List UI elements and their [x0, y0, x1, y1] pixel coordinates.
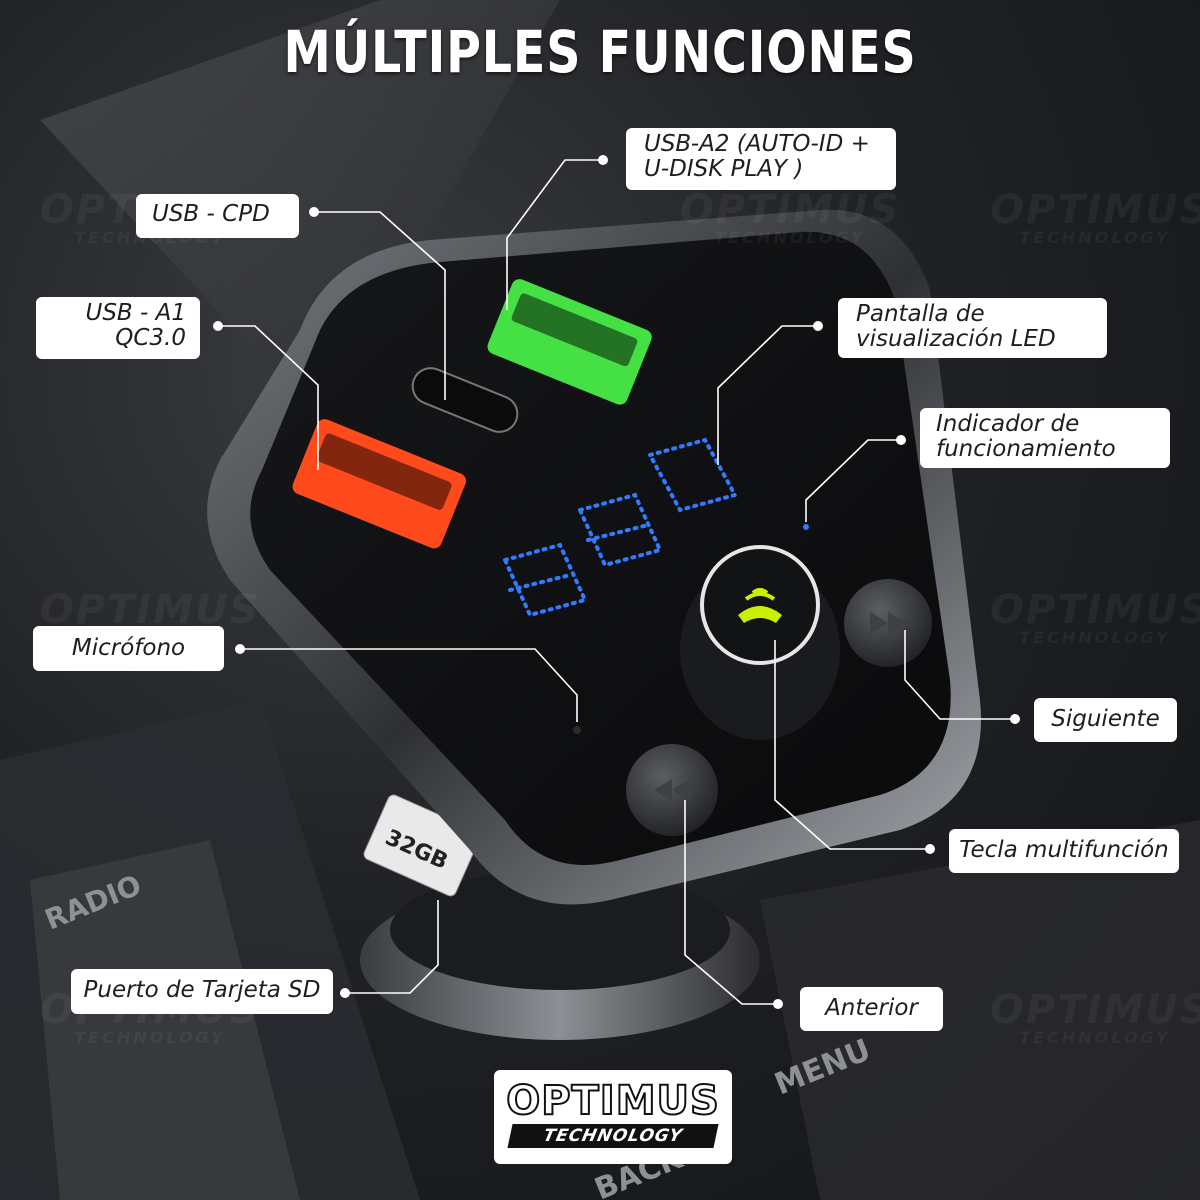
- next-track-icon: [870, 612, 906, 634]
- label-indicador: Indicador de funcionamiento: [920, 408, 1170, 468]
- label-puerto-sd-line1: Puerto de Tarjeta SD: [83, 977, 321, 1003]
- background-console-right: [760, 820, 1200, 1200]
- label-pantalla-line1: Pantalla de: [856, 301, 985, 327]
- label-tecla: Tecla multifunción: [949, 829, 1179, 873]
- watermark-top: OPTIMUS: [990, 987, 1200, 1033]
- phone-call-icon: [738, 588, 782, 623]
- watermark-top: OPTIMUS: [679, 187, 901, 233]
- label-pantalla-line2: visualización LED: [856, 326, 1056, 352]
- watermark-top: OPTIMUS: [990, 187, 1200, 233]
- label-usb-cpd: USB - CPD: [136, 194, 299, 238]
- watermark-top: OPTIMUS: [39, 587, 261, 633]
- page-title: MÚLTIPLES FUNCIONES: [283, 18, 917, 86]
- watermark-bottom: TECHNOLOGY: [1019, 628, 1171, 647]
- label-usb-cpd-line1: USB - CPD: [152, 201, 270, 227]
- label-usb-a2-line2: U-DISK PLAY ): [644, 156, 804, 182]
- label-usb-a1-line2: QC3.0: [115, 325, 186, 351]
- watermark-top: OPTIMUS: [990, 587, 1200, 633]
- label-usb-a2-line1: USB-A2 (AUTO-ID +: [644, 131, 870, 157]
- label-tecla-line1: Tecla multifunción: [959, 837, 1169, 863]
- watermark-bottom: TECHNOLOGY: [1019, 1028, 1171, 1047]
- label-anterior: Anterior: [800, 987, 943, 1031]
- watermark: OPTIMUS TECHNOLOGY: [990, 990, 1200, 1046]
- background-stalk: [40, 0, 560, 420]
- watermark: OPTIMUS TECHNOLOGY: [660, 190, 920, 246]
- watermark: OPTIMUS TECHNOLOGY: [990, 590, 1200, 646]
- brand-logo-top: OPTIMUS: [505, 1078, 720, 1124]
- watermark-bottom: TECHNOLOGY: [74, 1028, 226, 1047]
- label-microfono: Micrófono: [33, 626, 224, 671]
- usb-a2-port: [487, 279, 652, 405]
- watermark-bottom: TECHNOLOGY: [1019, 228, 1171, 247]
- label-pantalla: Pantalla de visualización LED: [838, 298, 1107, 358]
- label-microfono-line1: Micrófono: [71, 635, 186, 661]
- power-indicator: [803, 524, 809, 530]
- brand-logo: OPTIMUS TECHNOLOGY: [494, 1070, 732, 1164]
- previous-track-icon: [654, 779, 690, 801]
- label-indicador-line2: funcionamiento: [936, 436, 1116, 462]
- label-siguiente: Siguiente: [1034, 698, 1177, 742]
- multifunction-key: [700, 545, 820, 665]
- label-usb-a1-line1: USB - A1: [85, 300, 186, 326]
- label-indicador-line1: Indicador de: [936, 411, 1080, 437]
- watermark: OPTIMUS TECHNOLOGY: [990, 190, 1200, 246]
- label-siguiente-line1: Siguiente: [1051, 706, 1160, 732]
- label-anterior-line1: Anterior: [825, 995, 918, 1021]
- brand-logo-bottom: TECHNOLOGY: [507, 1124, 719, 1148]
- label-usb-a1: USB - A1 QC3.0: [36, 297, 200, 359]
- label-usb-a2: USB-A2 (AUTO-ID + U-DISK PLAY ): [626, 128, 896, 190]
- led-display: [502, 437, 738, 618]
- microphone-hole: [573, 726, 581, 734]
- usb-a1-port: [292, 419, 467, 549]
- label-puerto-sd: Puerto de Tarjeta SD: [71, 969, 333, 1014]
- watermark-bottom: TECHNOLOGY: [714, 228, 866, 247]
- background-console-panel: [30, 840, 300, 1200]
